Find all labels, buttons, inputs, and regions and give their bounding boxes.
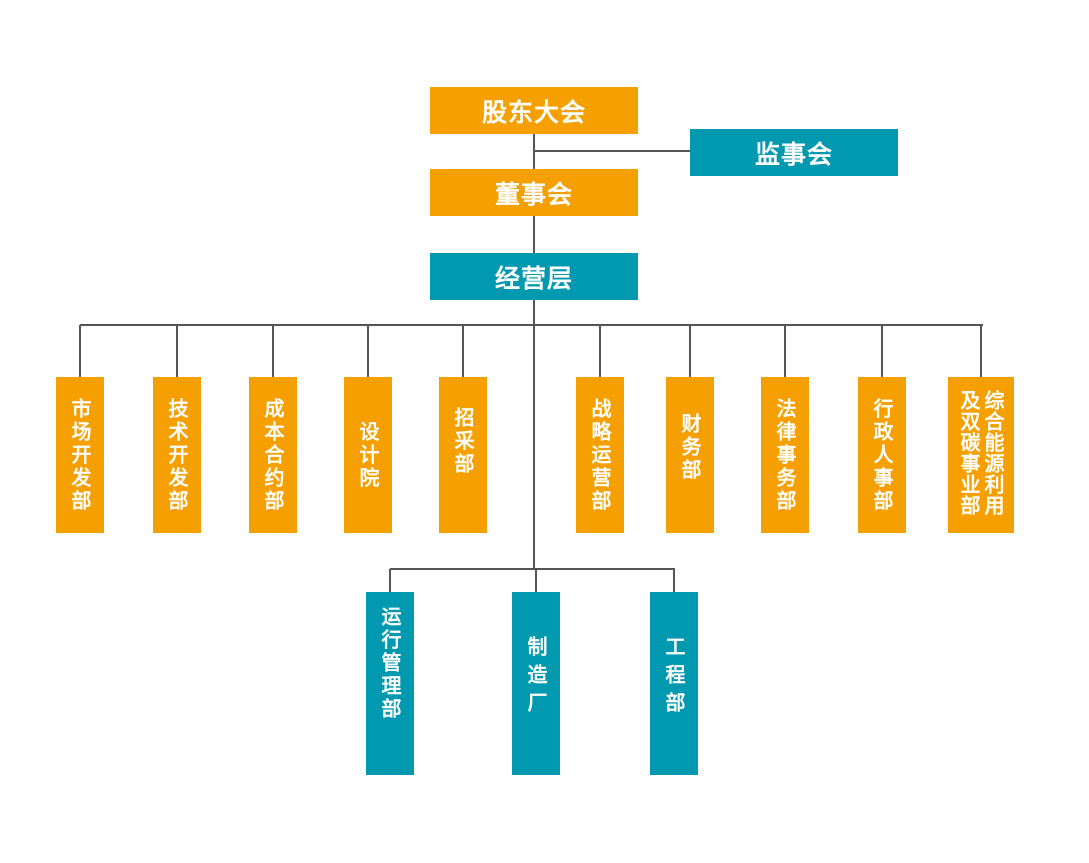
department-box-legal-affairs: 法律事务部	[761, 377, 809, 533]
department-box-cost-contracts: 成本合约部	[249, 377, 297, 533]
department-label: 设计院	[356, 420, 380, 490]
department-label: 综合能源利用及双碳事业部	[957, 390, 1005, 516]
connector-drop	[535, 569, 537, 592]
department-label: 成本合约部	[261, 397, 285, 513]
connector-drop	[176, 325, 178, 377]
department-label: 市场开发部	[68, 397, 92, 513]
connector-drop	[367, 325, 369, 377]
department-box-finance: 财务部	[666, 377, 714, 533]
department-box-design-institute: 设计院	[344, 377, 392, 533]
connector-drop	[599, 325, 601, 377]
connector-drop	[272, 325, 274, 377]
subunit-box-factory: 制造厂	[512, 592, 560, 775]
department-label: 技术开发部	[165, 397, 189, 513]
board-of-directors-box: 董事会	[430, 169, 638, 216]
department-label: 战略运营部	[588, 397, 612, 513]
department-box-procurement: 招采部	[439, 377, 487, 533]
department-box-strategy-operations: 战略运营部	[576, 377, 624, 533]
supervisory-board-box: 监事会	[690, 129, 898, 176]
connector-management-trunk	[533, 300, 535, 570]
connector-board-management	[533, 216, 535, 254]
connector-supervisors	[534, 150, 691, 152]
supervisory-board-label: 监事会	[754, 139, 833, 169]
subunit-box-engineering: 工程部	[650, 592, 698, 775]
subunit-label: 工程部	[662, 636, 686, 720]
connector-subunits-bus	[390, 568, 675, 570]
connector-shareholders-board	[533, 134, 535, 170]
department-box-market-development: 市场开发部	[56, 377, 104, 533]
connector-drop	[462, 325, 464, 377]
management-label: 经营层	[494, 263, 573, 293]
shareholders-meeting-box: 股东大会	[430, 87, 638, 134]
connector-drop	[980, 325, 982, 377]
connector-drop	[79, 325, 81, 377]
department-label: 行政人事部	[870, 397, 894, 513]
connector-drop	[673, 569, 675, 592]
connector-departments-bus	[80, 324, 983, 326]
management-box: 经营层	[430, 253, 638, 300]
department-label: 招采部	[451, 407, 475, 476]
department-label: 法律事务部	[773, 397, 797, 513]
subunit-label: 运行管理部	[378, 606, 402, 721]
subunit-label: 制造厂	[524, 636, 548, 720]
department-box-energy-carbon: 综合能源利用及双碳事业部	[948, 377, 1014, 533]
shareholders-meeting-label: 股东大会	[481, 97, 586, 127]
connector-drop	[389, 569, 391, 592]
subunit-box-operations-management: 运行管理部	[366, 592, 414, 775]
connector-drop	[784, 325, 786, 377]
department-box-tech-development: 技术开发部	[153, 377, 201, 533]
department-box-admin-hr: 行政人事部	[858, 377, 906, 533]
board-of-directors-label: 董事会	[494, 179, 573, 209]
connector-drop	[689, 325, 691, 377]
connector-drop	[881, 325, 883, 377]
department-label: 财务部	[678, 413, 702, 482]
